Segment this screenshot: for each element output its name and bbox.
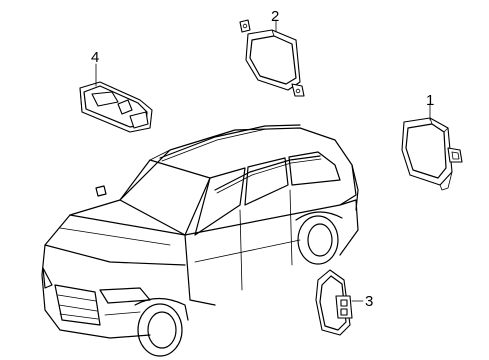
part-2-control-module — [239, 19, 305, 97]
callout-3: 3 — [365, 293, 373, 310]
callout-2: 2 — [271, 8, 279, 25]
part-3-sensor — [315, 269, 364, 336]
vehicle-suv — [41, 124, 359, 357]
callout-1: 1 — [426, 92, 434, 109]
part-1-control-module — [401, 103, 463, 191]
part-4-sensor — [79, 63, 153, 133]
callout-4: 4 — [91, 49, 99, 66]
